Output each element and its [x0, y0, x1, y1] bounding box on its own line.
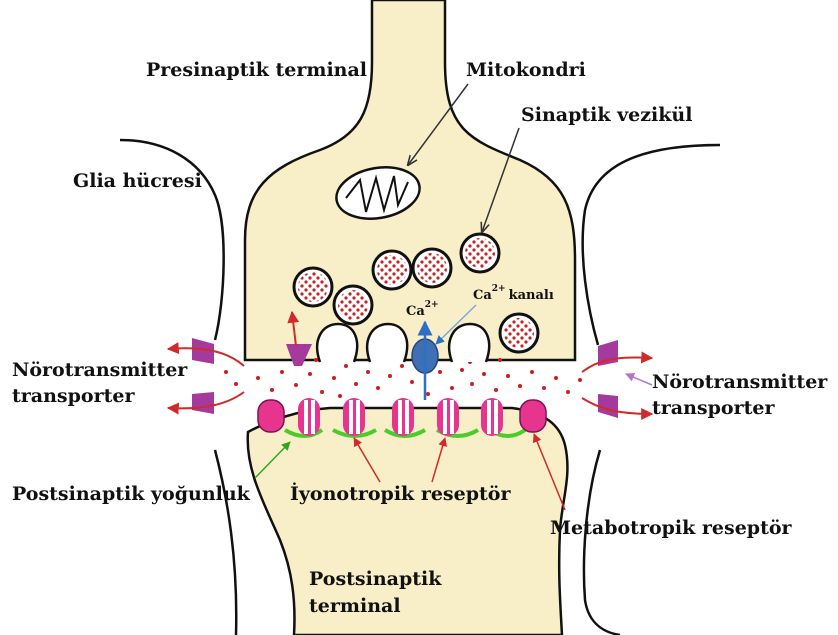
label-nt-transporter-left-2: transporter	[12, 385, 135, 407]
glia-outline-right-lower	[584, 450, 620, 635]
label-postsynaptic-terminal-2: terminal	[309, 595, 401, 617]
label-postsynaptic-density: Postsinaptik yoğunluk	[12, 483, 251, 505]
label-presynaptic-terminal: Presinaptik terminal	[146, 59, 367, 81]
ca-channel-charge: 2+	[492, 284, 506, 294]
ca-channel-suffix: kanalı	[509, 288, 554, 303]
ca-ion-base: Ca	[406, 304, 425, 319]
label-mitochondria: Mitokondri	[466, 59, 586, 81]
label-metabotropic-receptor: Metabotropik reseptör	[550, 517, 793, 539]
label-nt-transporter-right-2: transporter	[652, 397, 775, 419]
neurotransmitter-dots	[224, 356, 582, 398]
ionotropic-receptor	[298, 398, 320, 436]
label-ionotropic-receptor: İyonotropik reseptör	[290, 482, 511, 505]
ca-ion-charge: 2+	[425, 300, 439, 310]
glia-outline-left-lower	[215, 450, 236, 635]
label-synaptic-vesicle: Sinaptik vezikül	[521, 104, 692, 126]
ionotropic-receptor	[437, 398, 459, 436]
label-nt-transporter-right-1: Nörotransmitter	[652, 371, 828, 393]
label-nt-transporter-left-1: Nörotransmitter	[12, 359, 188, 381]
fused-vesicles	[317, 324, 489, 362]
ionotropic-receptor	[392, 398, 414, 436]
pointer-transporter-right	[626, 374, 652, 385]
ca-channel-base: Ca	[473, 288, 492, 303]
label-postsynaptic-terminal-1: Postsinaptik	[309, 568, 442, 590]
label-glia-cell: Glia hücresi	[73, 170, 202, 192]
ionotropic-receptor	[343, 398, 365, 436]
glia-outline-right-upper	[583, 145, 720, 345]
metabotropic-receptor	[520, 400, 546, 432]
ionotropic-receptor	[481, 398, 503, 436]
metabotropic-receptor	[258, 400, 284, 432]
postsynaptic-terminal-shape	[248, 408, 568, 635]
